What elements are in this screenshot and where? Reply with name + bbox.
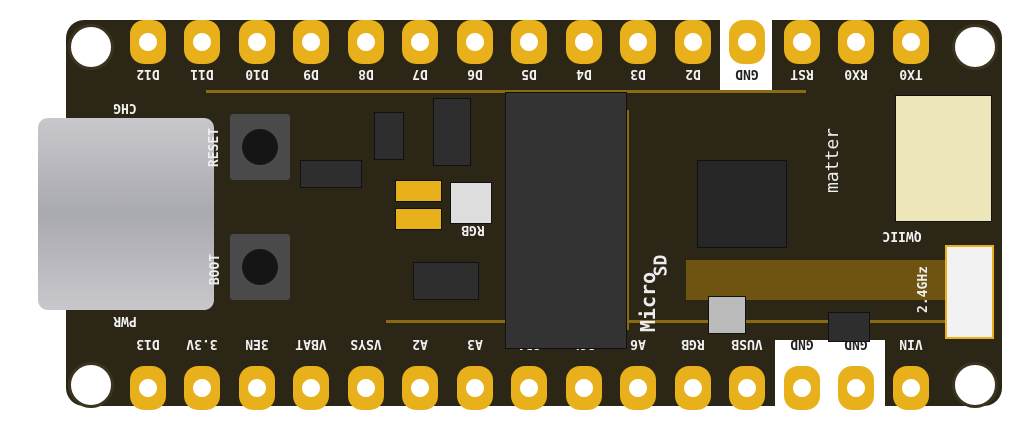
header-pin[interactable] [239, 20, 275, 64]
trace [386, 320, 946, 323]
trace [626, 110, 629, 330]
pin-label: VBAT [295, 336, 327, 351]
header-pin[interactable] [293, 20, 329, 64]
boot-button[interactable] [230, 234, 290, 300]
pin-label: D10 [245, 66, 269, 81]
pin-label: RST [790, 66, 814, 81]
header-pin[interactable] [838, 20, 874, 64]
pin-label: D4 [576, 66, 592, 81]
header-pin[interactable] [566, 366, 602, 410]
header-pin[interactable] [293, 366, 329, 410]
mounting-hole [952, 24, 998, 70]
header-pin[interactable] [729, 366, 765, 410]
pin-label: RGB [681, 336, 705, 351]
pin-label: 3.3V [186, 336, 218, 351]
pin-label: RX0 [844, 66, 868, 81]
header-pin[interactable] [893, 366, 929, 410]
sd-label: SD [650, 254, 672, 277]
transistor [828, 312, 870, 342]
header-pin[interactable] [511, 20, 547, 64]
header-pin[interactable] [184, 20, 220, 64]
usb-c-connector[interactable] [38, 118, 214, 310]
matter-logo: matter [822, 127, 844, 194]
boot-label: BOOT [208, 253, 224, 286]
pin-label: D12 [136, 66, 160, 81]
pin-label: D8 [358, 66, 374, 81]
ic [300, 160, 362, 188]
pin-label: A2 [412, 336, 428, 351]
trace [206, 90, 806, 93]
reset-button[interactable] [230, 114, 290, 180]
pin-label: VUSB [731, 336, 763, 351]
header-pin[interactable] [348, 366, 384, 410]
qwiic-connector[interactable] [895, 95, 992, 222]
pin-label: D13 [136, 336, 160, 351]
microsd-slot[interactable] [505, 92, 627, 349]
header-pin[interactable] [566, 20, 602, 64]
header-pin[interactable] [511, 366, 547, 410]
chg-label: CHG [113, 100, 137, 115]
pin-label: A3 [467, 336, 483, 351]
pwr-label: PWR [113, 313, 137, 328]
pin-label: D2 [685, 66, 701, 81]
diode [374, 112, 404, 160]
pin-label: VSYS [350, 336, 382, 351]
qwiic-label: QWIIC [882, 228, 922, 243]
pin-label: GND [735, 66, 759, 81]
pin-label: D3 [630, 66, 646, 81]
pin-label: D9 [303, 66, 319, 81]
pin-label: D6 [467, 66, 483, 81]
header-pin[interactable] [184, 366, 220, 410]
header-pin[interactable] [675, 20, 711, 64]
mounting-hole [68, 362, 114, 408]
pin-label: D5 [521, 66, 537, 81]
header-pin[interactable] [784, 20, 820, 64]
ic [413, 262, 479, 300]
rgb-led [450, 182, 492, 224]
header-pin[interactable] [348, 20, 384, 64]
header-pin[interactable] [239, 366, 275, 410]
mounting-hole [68, 24, 114, 70]
header-pin[interactable] [893, 20, 929, 64]
pin-label: GND [790, 336, 814, 351]
header-pin[interactable] [402, 20, 438, 64]
header-pin[interactable] [457, 20, 493, 64]
antenna-label: 2.4GHz [915, 266, 931, 313]
ground-pour [686, 260, 986, 300]
header-pin[interactable] [620, 366, 656, 410]
antenna [945, 245, 994, 339]
pin-label: VIN [899, 336, 923, 351]
pin-label: D7 [412, 66, 428, 81]
header-pin[interactable] [838, 366, 874, 410]
sensor [708, 296, 746, 334]
header-pin[interactable] [675, 366, 711, 410]
micro-label: Micro [636, 271, 661, 333]
header-pin[interactable] [130, 366, 166, 410]
reset-label: RESET [207, 127, 223, 168]
rgb-label: RGB [461, 222, 485, 237]
pin-label: TX0 [899, 66, 923, 81]
ic [433, 98, 471, 166]
mcu-chip [697, 160, 787, 248]
header-pin[interactable] [784, 366, 820, 410]
mounting-hole [952, 362, 998, 408]
header-pin[interactable] [729, 20, 765, 64]
pin-label: 3EN [245, 336, 269, 351]
pin-label: D11 [190, 66, 214, 81]
capacitor [395, 208, 442, 230]
header-pin[interactable] [457, 366, 493, 410]
header-pin[interactable] [402, 366, 438, 410]
header-pin[interactable] [620, 20, 656, 64]
header-pin[interactable] [130, 20, 166, 64]
capacitor [395, 180, 442, 202]
